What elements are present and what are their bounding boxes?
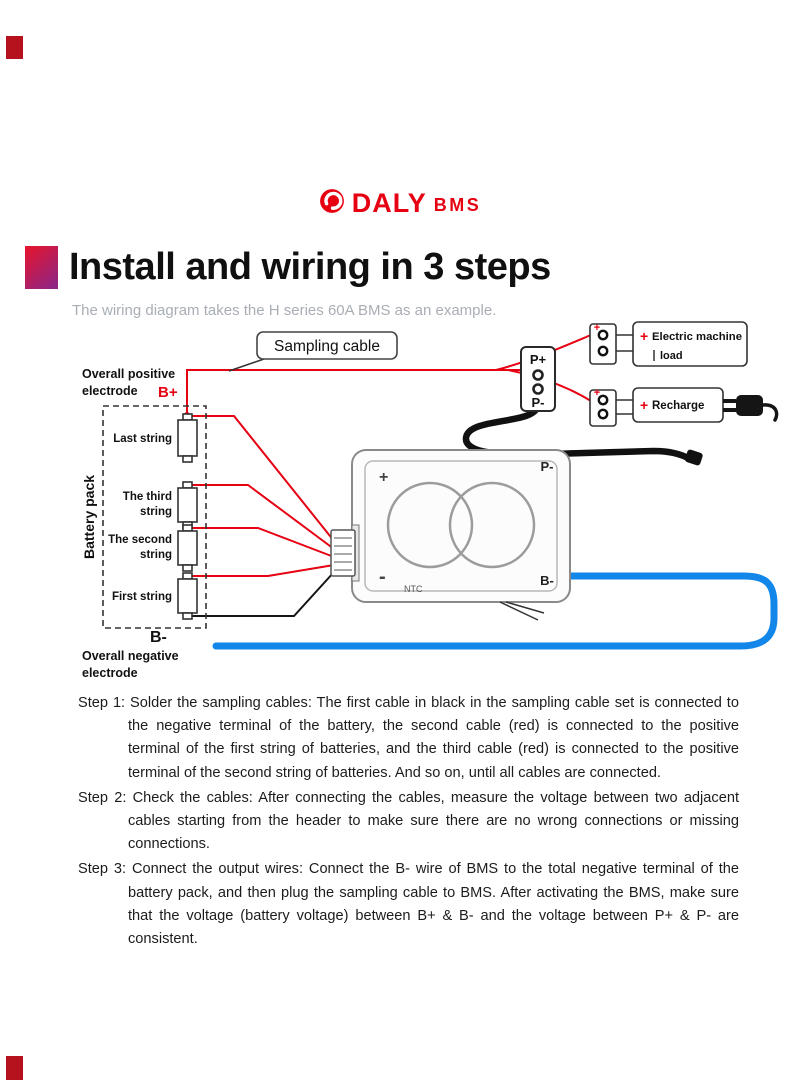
battery-pack-box: [102, 405, 207, 629]
port-hole-1: [532, 369, 544, 381]
wiring-diagram-svg: Battery pack Last string The third strin…: [81, 321, 779, 680]
wire-lug: [685, 449, 703, 466]
daly-logo: DALY BMS: [0, 188, 800, 219]
brand-suffix: BMS: [433, 195, 482, 215]
b-minus-label: B-: [150, 629, 167, 646]
page-subtitle: The wiring diagram takes the H series 60…: [72, 302, 497, 319]
bms-minus-label: -: [379, 566, 386, 588]
wiring-diagram: Battery pack Last string The third strin…: [0, 320, 800, 692]
recharge-box: + Recharge: [632, 387, 724, 423]
step-2: Step 2: Check the cables: After connecti…: [78, 787, 739, 857]
label-second-string-2: string: [140, 549, 172, 561]
b-plus-label: B+: [158, 384, 178, 401]
sampling-cable-label: Sampling cable: [274, 338, 380, 355]
battery-pack-label: Battery pack: [81, 475, 97, 559]
recharge-connector: +: [589, 387, 633, 427]
bms-bminus-label: B-: [540, 573, 554, 588]
b-minus-blue-wire: [212, 572, 778, 650]
svg-text:Overall negative: Overall negative: [82, 649, 179, 663]
svg-text:Overall positive: Overall positive: [82, 367, 175, 381]
electric-machine-label: Electric machine: [652, 331, 742, 343]
sampling-cable-callout: Sampling cable: [256, 331, 398, 360]
step-1-label: Step 1:: [78, 695, 126, 711]
electric-machine-box: + Electric machine load: [632, 321, 748, 367]
step-1-text: Solder the sampling cables: The first ca…: [128, 695, 739, 781]
svg-text:electrode: electrode: [82, 666, 138, 680]
bms-pminus-label: P-: [541, 459, 554, 474]
label-third-string-2: string: [140, 506, 172, 518]
battery-string-labels: Last string The third string The second …: [108, 433, 172, 603]
daly-logo-icon: [319, 188, 345, 219]
steps-section: Step 1: Solder the sampling cables: The …: [78, 692, 739, 953]
title-row: Install and wiring in 3 steps: [25, 246, 551, 289]
step-3: Step 3: Connect the output wires: Connec…: [78, 858, 739, 951]
load-connector: +: [589, 322, 633, 365]
recharge-plus-sign: +: [640, 397, 648, 413]
step-2-label: Step 2:: [78, 789, 127, 806]
infinity-logo-icon: [386, 481, 536, 569]
step-1: Step 1: Solder the sampling cables: The …: [78, 692, 739, 785]
ntc-wires: [499, 601, 545, 621]
label-third-string: The third: [123, 491, 172, 503]
port-pminus-label: P-: [532, 395, 545, 410]
overall-negative-label: B- Overall negative electrode: [82, 629, 179, 680]
label-second-string: The second: [108, 534, 172, 546]
bms-ntc-label: NTC: [404, 584, 423, 594]
load-connector-plus: +: [594, 322, 600, 334]
step-3-text: Connect the output wires: Connect the B-…: [128, 861, 740, 948]
svg-text:electrode: electrode: [82, 384, 138, 398]
brand-name: DALY: [351, 188, 427, 218]
label-first-string: First string: [112, 591, 172, 603]
corner-mark-top: [6, 36, 23, 59]
port-hole-2: [532, 383, 544, 395]
port-pplus-label: P+: [530, 352, 547, 367]
corner-mark-bottom: [6, 1056, 23, 1080]
load-label: load: [660, 350, 683, 362]
label-last-string: Last string: [113, 433, 172, 445]
overall-positive-label: Overall positive electrode B+: [82, 367, 178, 401]
load-plus-sign: +: [640, 328, 648, 344]
plug-icon: [723, 395, 779, 422]
sampling-connector: [330, 524, 360, 582]
black-sampling-wire: [187, 571, 335, 617]
bms-unit: + - P- B- NTC: [351, 449, 571, 603]
sampling-label-leader: [228, 358, 265, 372]
step-3-label: Step 3:: [78, 861, 127, 878]
recharge-connector-plus: +: [594, 387, 600, 399]
title-accent-square: [25, 246, 58, 289]
output-port: P+ P-: [520, 346, 556, 412]
step-2-text: Check the cables: After connecting the c…: [128, 789, 739, 853]
battery-cells: [177, 413, 198, 620]
red-sampling-wires: [187, 415, 335, 577]
recharge-label: Recharge: [652, 400, 704, 412]
page-title: Install and wiring in 3 steps: [69, 246, 551, 288]
bms-plus-label: +: [379, 469, 388, 486]
